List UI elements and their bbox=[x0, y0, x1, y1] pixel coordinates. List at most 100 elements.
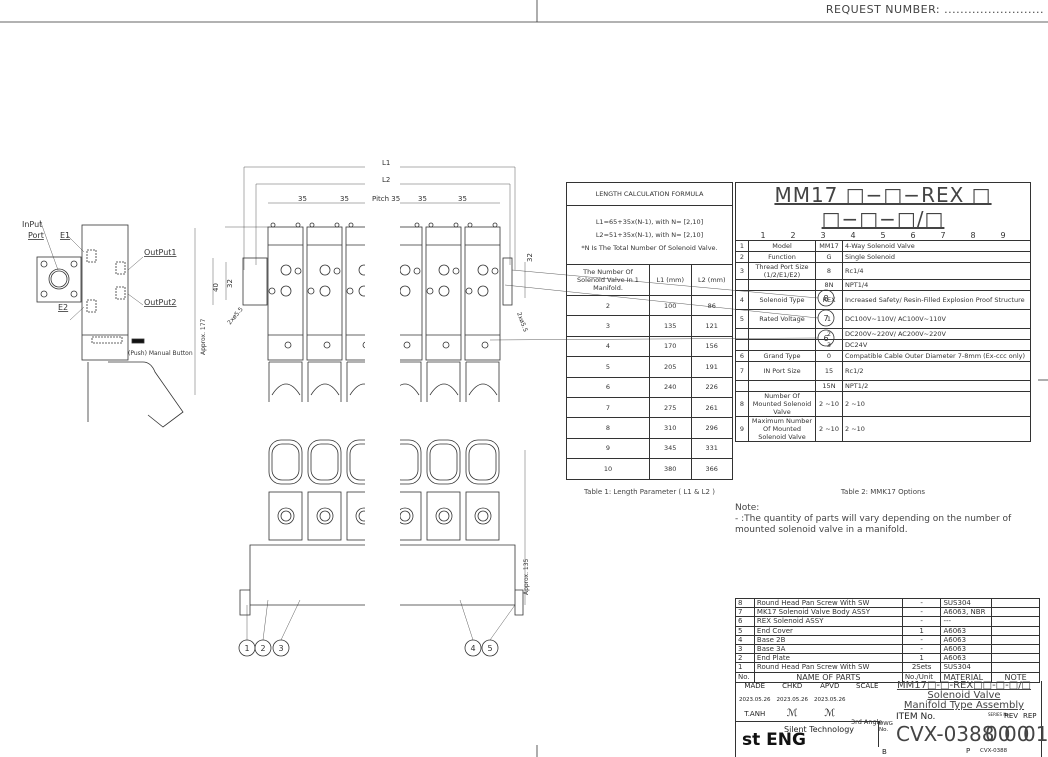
options-cell: 1 bbox=[735, 240, 749, 252]
options-cell: DC100V~110V/ AC100V~110V bbox=[842, 309, 1031, 329]
table1-cell: 8 bbox=[566, 417, 650, 439]
parts-cell: 7 bbox=[735, 607, 755, 618]
dwg-label: DWG No. bbox=[878, 721, 893, 747]
parts-cell: - bbox=[901, 607, 942, 618]
parts-cell: 1 bbox=[901, 653, 942, 664]
drawing-title-code: MM17□-□-REX□□-□-□/□ bbox=[896, 680, 1032, 691]
options-cell: 5 bbox=[735, 309, 749, 329]
small-drawing-number: CVX-0388 bbox=[980, 748, 1008, 754]
options-cell: 3 bbox=[815, 339, 843, 351]
dim-32: 32 bbox=[226, 279, 234, 288]
parts-cell: MK17 Solenoid Valve Body ASSY bbox=[753, 607, 903, 618]
parts-cell: Base 3A bbox=[753, 643, 903, 655]
options-cell: Thread Port Size (1/2/E1/E2) bbox=[748, 262, 816, 280]
parts-cell: 1 bbox=[735, 662, 755, 673]
dim-pitch-2: 35 bbox=[340, 195, 349, 203]
options-cell: 4 bbox=[735, 290, 749, 310]
table2-caption: Table 2: MMK17 Options bbox=[840, 488, 926, 496]
options-cell: 8N bbox=[815, 279, 843, 291]
parts-cell: SUS304 bbox=[940, 662, 993, 673]
table1-cell: 226 bbox=[690, 376, 733, 398]
parts-cell: REX Solenoid ASSY bbox=[753, 616, 903, 627]
parts-cell: A6063 bbox=[940, 625, 993, 636]
p-label: P bbox=[966, 747, 971, 755]
balloon-number: 4 bbox=[470, 644, 475, 653]
options-cell bbox=[735, 380, 749, 392]
parts-cell: - bbox=[901, 643, 942, 655]
options-cell bbox=[748, 380, 816, 392]
parts-cell bbox=[991, 662, 1040, 673]
parts-cell: 3 bbox=[735, 643, 755, 655]
options-cell: DC24V bbox=[842, 339, 1031, 351]
drawing-number: CVX-0388 bbox=[896, 722, 995, 746]
options-cell: 9 bbox=[735, 416, 749, 442]
note-title: Note: bbox=[735, 503, 760, 513]
dim-approx-177: Approx. 177 bbox=[200, 318, 207, 355]
dim-pitch-4: 35 bbox=[418, 195, 427, 203]
options-cell: 1 bbox=[815, 309, 843, 329]
parts-cell: End Cover bbox=[753, 625, 903, 636]
part-balloon: 3 bbox=[272, 639, 290, 657]
dim-pitch-5: 35 bbox=[458, 195, 467, 203]
dim-approx-135: Approx. 135 bbox=[523, 558, 530, 595]
title-block: MADE CHKD APVD SCALE 2023.05.26 2023.05.… bbox=[735, 680, 1048, 757]
options-cell: Function bbox=[748, 251, 816, 263]
parts-cell: SUS304 bbox=[940, 597, 993, 609]
rep-value: 01 bbox=[1023, 722, 1048, 746]
part-balloon: 2 bbox=[254, 639, 272, 657]
solenoid-coil bbox=[426, 439, 461, 541]
options-cell: NPT1/2 bbox=[842, 380, 1031, 392]
table1-cell: 170 bbox=[649, 335, 692, 358]
parts-cell: Round Head Pan Screw With SW bbox=[753, 597, 903, 609]
company-logo: st ENG Silent Technology bbox=[736, 721, 878, 757]
parts-cell: 6 bbox=[735, 616, 755, 627]
parts-cell: 2 bbox=[735, 653, 755, 664]
series-label: SERIES No. bbox=[988, 712, 1011, 717]
options-cell: Rc1/2 bbox=[842, 361, 1031, 381]
options-cell: 2 bbox=[815, 328, 843, 340]
table1-cell: 345 bbox=[649, 437, 692, 460]
code-position: 5 bbox=[880, 231, 886, 240]
signature-apvd: ℳ bbox=[824, 708, 836, 719]
options-cell bbox=[748, 279, 816, 291]
table1-cell: 205 bbox=[649, 356, 692, 378]
options-cell: Single Solenoid bbox=[842, 251, 1031, 263]
dim-pitch-1: 35 bbox=[298, 195, 307, 203]
part-balloon: 4 bbox=[464, 639, 482, 657]
rev-label: REV bbox=[1004, 712, 1019, 720]
options-cell: 7 bbox=[735, 361, 749, 381]
label-e2: E2 bbox=[58, 303, 68, 312]
table1-cell: 331 bbox=[690, 437, 733, 460]
options-cell: IN Port Size bbox=[748, 361, 816, 381]
dim-l2: L2 bbox=[382, 176, 390, 184]
projection-angle: 3rd Angle bbox=[851, 718, 883, 726]
series-value: 00 bbox=[985, 722, 1011, 746]
parts-cell bbox=[991, 597, 1040, 609]
solenoid-valve bbox=[464, 222, 501, 402]
code-position: 4 bbox=[850, 231, 856, 240]
label-output1: OutPut1 bbox=[144, 248, 176, 257]
options-cell: 0 bbox=[815, 350, 843, 362]
options-cell: Rc1/4 bbox=[842, 262, 1031, 280]
formula-l2: L2=51+35x(N-1), with N= [2,10] bbox=[595, 230, 704, 239]
options-cell: 15 bbox=[815, 361, 843, 381]
code-position: 6 bbox=[910, 231, 916, 240]
table1-cell: 156 bbox=[690, 335, 733, 358]
solenoid-valve bbox=[306, 222, 343, 402]
dim-l1: L1 bbox=[382, 159, 390, 167]
options-cell: 2 ~10 bbox=[842, 416, 1031, 442]
table1-cell: 5 bbox=[566, 356, 650, 378]
options-cell: Rated Voltage bbox=[748, 309, 816, 329]
balloon-number: 2 bbox=[260, 644, 265, 653]
